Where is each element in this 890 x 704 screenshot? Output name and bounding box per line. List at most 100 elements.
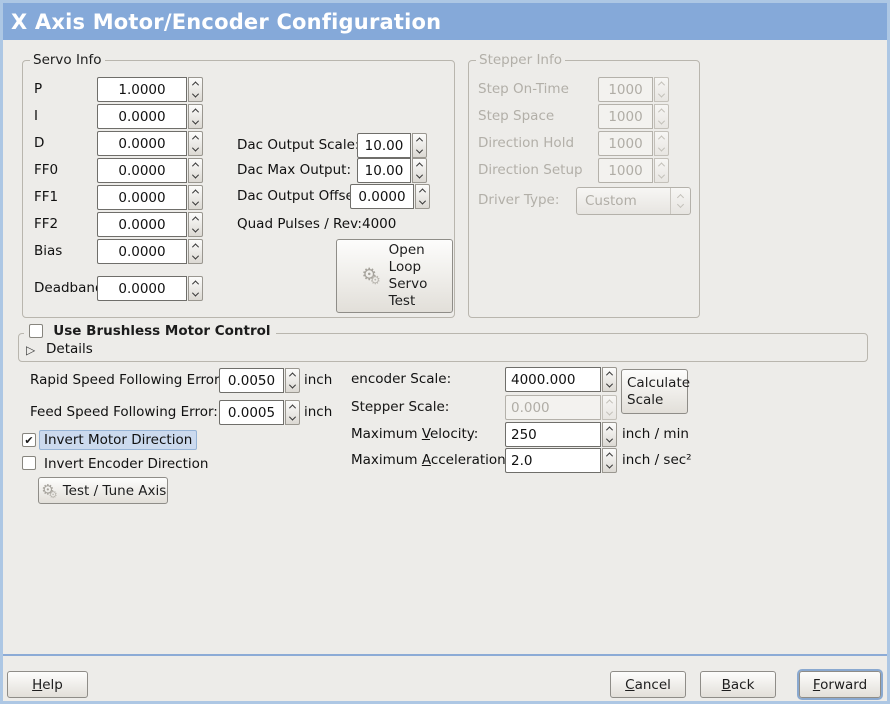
max-acceleration-input[interactable]: 2.0: [505, 448, 601, 473]
details-label[interactable]: Details: [46, 341, 93, 357]
back-button[interactable]: Back: [700, 671, 776, 698]
d-spinbox[interactable]: 0.0000: [97, 131, 203, 156]
rapid-following-error-input[interactable]: 0.0050: [219, 368, 284, 393]
spin-up-arrow[interactable]: [603, 449, 616, 461]
ff1-spinbox[interactable]: 0.0000: [97, 185, 203, 210]
test-tune-axis-button[interactable]: ⚙⚙ Test / Tune Axis: [38, 477, 168, 504]
spin-down-arrow[interactable]: [189, 171, 202, 183]
d-label: D: [34, 135, 45, 151]
use-brushless-checkbox[interactable]: [29, 324, 43, 338]
help-button[interactable]: Help: [7, 671, 88, 698]
spin-arrows: [412, 158, 427, 183]
dac-output-scale-input[interactable]: 10.00: [357, 133, 411, 158]
spin-up-arrow[interactable]: [189, 240, 202, 252]
feed-following-error-label: Feed Speed Following Error:: [30, 404, 218, 420]
spin-down-arrow[interactable]: [189, 144, 202, 156]
spin-down-arrow[interactable]: [189, 252, 202, 264]
forward-button[interactable]: Forward: [799, 671, 881, 698]
max-velocity-spinbox[interactable]: 250: [505, 422, 617, 447]
spin-up-arrow[interactable]: [189, 132, 202, 144]
dac-output-offset-label: Dac Output Offset:: [237, 188, 364, 204]
quad-pulses-label: Quad Pulses / Rev:: [237, 216, 362, 232]
bias-input[interactable]: 0.0000: [97, 239, 187, 264]
ff1-input[interactable]: 0.0000: [97, 185, 187, 210]
spin-down-arrow[interactable]: [189, 198, 202, 210]
spin-up-arrow[interactable]: [416, 185, 429, 197]
spin-down-arrow[interactable]: [286, 381, 299, 393]
bias-spinbox[interactable]: 0.0000: [97, 239, 203, 264]
spin-up-arrow[interactable]: [189, 78, 202, 90]
spin-down-arrow: [655, 144, 668, 156]
p-spinbox[interactable]: 1.0000: [97, 77, 203, 102]
ff0-spinbox[interactable]: 0.0000: [97, 158, 203, 183]
deadband-input[interactable]: 0.0000: [97, 276, 187, 301]
i-input[interactable]: 0.0000: [97, 104, 187, 129]
spin-up-arrow[interactable]: [603, 368, 616, 380]
spin-up-arrow[interactable]: [189, 277, 202, 289]
dac-output-offset-input[interactable]: 0.0000: [350, 184, 414, 209]
d-input[interactable]: 0.0000: [97, 131, 187, 156]
spin-up-arrow[interactable]: [286, 401, 299, 413]
spin-down-arrow[interactable]: [413, 146, 426, 158]
spin-down-arrow[interactable]: [189, 117, 202, 129]
spin-down-arrow[interactable]: [413, 171, 426, 183]
spin-down-arrow[interactable]: [286, 413, 299, 425]
calculate-scale-button[interactable]: Calculate Scale: [621, 369, 690, 414]
invert-motor-direction-checkbox[interactable]: ✔: [22, 433, 36, 447]
max-velocity-input[interactable]: 250: [505, 422, 601, 447]
spin-down-arrow[interactable]: [603, 461, 616, 473]
dac-output-scale-spinbox[interactable]: 10.00: [357, 133, 427, 158]
spin-up-arrow[interactable]: [603, 423, 616, 435]
dac-output-scale-label: Dac Output Scale:: [237, 137, 360, 153]
expander-arrow-icon[interactable]: ▷: [26, 343, 36, 357]
spin-down-arrow[interactable]: [416, 197, 429, 209]
p-input[interactable]: 1.0000: [97, 77, 187, 102]
deadband-spinbox[interactable]: 0.0000: [97, 276, 203, 301]
spin-up-arrow[interactable]: [189, 186, 202, 198]
spin-up-arrow: [655, 78, 668, 90]
ff1-label: FF1: [34, 189, 59, 205]
stepper-scale-label: Stepper Scale:: [351, 399, 450, 415]
dac-max-output-label: Dac Max Output:: [237, 162, 352, 178]
spin-down-arrow[interactable]: [189, 225, 202, 237]
ff2-spinbox[interactable]: 0.0000: [97, 212, 203, 237]
dac-max-output-spinbox[interactable]: 10.00: [357, 158, 427, 183]
spin-up-arrow[interactable]: [286, 369, 299, 381]
gear-glyph: ⚙: [361, 265, 377, 285]
dac-output-offset-spinbox[interactable]: 0.0000: [350, 184, 430, 209]
spin-up-arrow[interactable]: [413, 134, 426, 146]
encoder-scale-spinbox[interactable]: 4000.000: [505, 367, 617, 392]
spin-up-arrow[interactable]: [413, 159, 426, 171]
i-spinbox[interactable]: 0.0000: [97, 104, 203, 129]
spin-arrows: [188, 239, 203, 264]
bias-label: Bias: [34, 243, 63, 259]
spin-down-arrow[interactable]: [603, 380, 616, 392]
dac-max-output-input[interactable]: 10.00: [357, 158, 411, 183]
step-on-time-input: 1000: [598, 77, 653, 102]
button-label: Cancel: [625, 676, 671, 693]
rapid-following-error-spinbox[interactable]: 0.0050: [219, 368, 300, 393]
spin-up-arrow[interactable]: [189, 213, 202, 225]
spin-down-arrow[interactable]: [603, 435, 616, 447]
ff2-label: FF2: [34, 216, 59, 232]
use-brushless-label: Use Brushless Motor Control: [53, 323, 271, 339]
button-label: Open Loop Servo Test: [388, 242, 428, 309]
button-label: Test / Tune Axis: [62, 482, 167, 499]
invert-encoder-direction-label[interactable]: Invert Encoder Direction: [44, 456, 209, 472]
spin-down-arrow[interactable]: [189, 90, 202, 102]
feed-following-error-input[interactable]: 0.0005: [219, 400, 284, 425]
spin-up-arrow[interactable]: [189, 159, 202, 171]
open-loop-servo-test-button[interactable]: ⚙⚙ Open Loop Servo Test: [336, 239, 453, 313]
feed-following-error-spinbox[interactable]: 0.0005: [219, 400, 300, 425]
spin-down-arrow[interactable]: [189, 289, 202, 301]
ff2-input[interactable]: 0.0000: [97, 212, 187, 237]
encoder-scale-input[interactable]: 4000.000: [505, 367, 601, 392]
invert-encoder-direction-checkbox[interactable]: [22, 456, 36, 470]
invert-motor-direction-label[interactable]: Invert Motor Direction: [39, 430, 198, 450]
stepper-scale-spinbox: 0.000: [505, 395, 617, 420]
spin-up-arrow[interactable]: [189, 105, 202, 117]
rapid-following-error-unit: inch: [304, 372, 333, 388]
cancel-button[interactable]: Cancel: [610, 671, 686, 698]
ff0-input[interactable]: 0.0000: [97, 158, 187, 183]
max-acceleration-spinbox[interactable]: 2.0: [505, 448, 617, 473]
